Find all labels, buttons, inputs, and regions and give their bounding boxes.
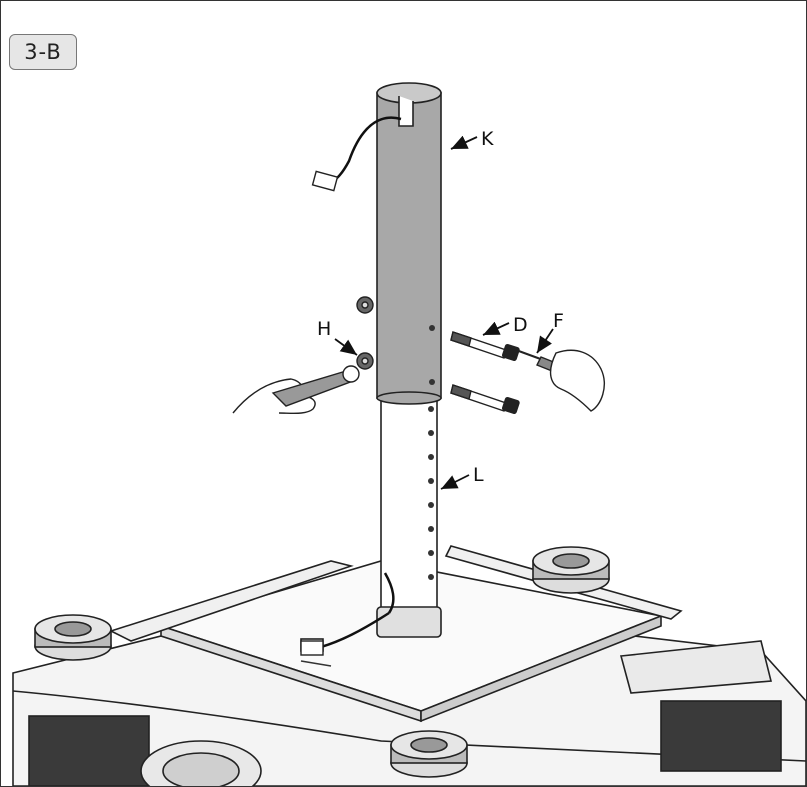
tube-k (376, 82, 442, 405)
step-badge: 3-B (9, 34, 77, 70)
tube-l (376, 395, 442, 638)
callout-h: H (317, 318, 358, 356)
nuts-h (356, 296, 374, 370)
callout-f: F (536, 310, 564, 354)
svg-text:D: D (513, 314, 528, 336)
cable-connector-top (311, 170, 339, 192)
cable-connector-bottom (300, 640, 324, 656)
svg-text:L: L (473, 464, 484, 486)
bolts-d (450, 331, 520, 415)
callout-k: K (450, 128, 494, 150)
svg-text:K: K (481, 128, 494, 150)
hand-wrench-left (232, 365, 360, 415)
svg-text:F: F (553, 310, 564, 332)
svg-text:H: H (317, 318, 331, 340)
hand-screwdriver-right (515, 349, 605, 412)
callout-d: D (482, 314, 528, 336)
projector-feet (34, 546, 610, 778)
callout-l: L (440, 464, 484, 490)
